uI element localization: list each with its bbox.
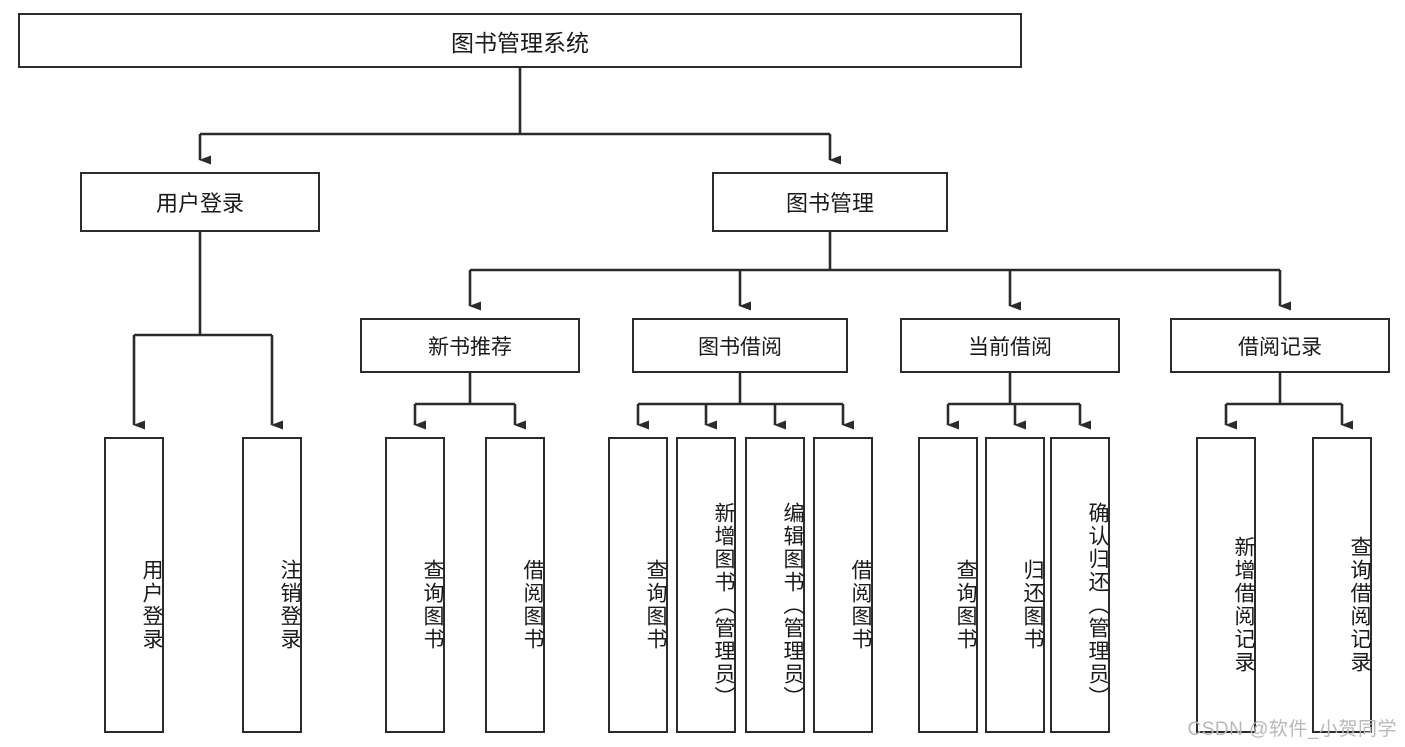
leaf-record-add-record[interactable]: 新增借阅记录 — [1196, 437, 1256, 733]
node-label: 借阅图书 — [849, 559, 872, 651]
node-label: 新书推荐 — [428, 335, 512, 359]
node-label: 图书管理 — [785, 191, 874, 216]
node-label: 确认归还（管理员） — [1086, 501, 1109, 709]
leaf-user-login-signout[interactable]: 注销登录 — [242, 437, 302, 733]
leaf-record-query-record[interactable]: 查询借阅记录 — [1312, 437, 1372, 733]
node-label: 图书借阅 — [698, 335, 782, 359]
leaf-current-return-book[interactable]: 归还图书 — [985, 437, 1045, 733]
node-label: 归还图书 — [1021, 559, 1044, 651]
node-borrow-record[interactable]: 借阅记录 — [1170, 318, 1390, 373]
node-label: 借阅记录 — [1238, 335, 1322, 359]
node-new-book-recommend[interactable]: 新书推荐 — [360, 318, 580, 373]
leaf-new-book-query[interactable]: 查询图书 — [385, 437, 445, 733]
node-label: 注销登录 — [278, 559, 301, 651]
leaf-borrow-query-book[interactable]: 查询图书 — [608, 437, 668, 733]
node-label: 新增图书（管理员） — [712, 501, 735, 709]
watermark: CSDN @软件_小贺同学 — [1187, 719, 1397, 740]
node-label: 查询图书 — [644, 559, 667, 651]
node-label: 查询借阅记录 — [1348, 536, 1371, 674]
leaf-current-confirm-return-admin[interactable]: 确认归还（管理员） — [1050, 437, 1110, 733]
leaf-borrow-add-book-admin[interactable]: 新增图书（管理员） — [676, 437, 736, 733]
leaf-user-login-signin[interactable]: 用户登录 — [104, 437, 164, 733]
node-label: 图书管理系统 — [451, 29, 589, 56]
node-book-management[interactable]: 图书管理 — [712, 172, 948, 232]
node-label: 用户登录 — [155, 191, 244, 216]
node-user-login[interactable]: 用户登录 — [80, 172, 320, 232]
node-label: 编辑图书（管理员） — [781, 501, 804, 709]
leaf-borrow-edit-book-admin[interactable]: 编辑图书（管理员） — [745, 437, 805, 733]
node-label: 借阅图书 — [521, 559, 544, 651]
node-label: 查询图书 — [421, 559, 444, 651]
node-current-borrow[interactable]: 当前借阅 — [900, 318, 1120, 373]
node-book-borrow[interactable]: 图书借阅 — [632, 318, 848, 373]
node-label: 用户登录 — [140, 559, 163, 651]
leaf-borrow-borrow-book[interactable]: 借阅图书 — [813, 437, 873, 733]
node-label: 查询图书 — [954, 559, 977, 651]
leaf-new-book-borrow[interactable]: 借阅图书 — [485, 437, 545, 733]
node-root-book-management-system[interactable]: 图书管理系统 — [18, 13, 1022, 68]
node-label: 当前借阅 — [968, 335, 1052, 359]
leaf-current-query-book[interactable]: 查询图书 — [918, 437, 978, 733]
node-label: 新增借阅记录 — [1232, 536, 1255, 674]
